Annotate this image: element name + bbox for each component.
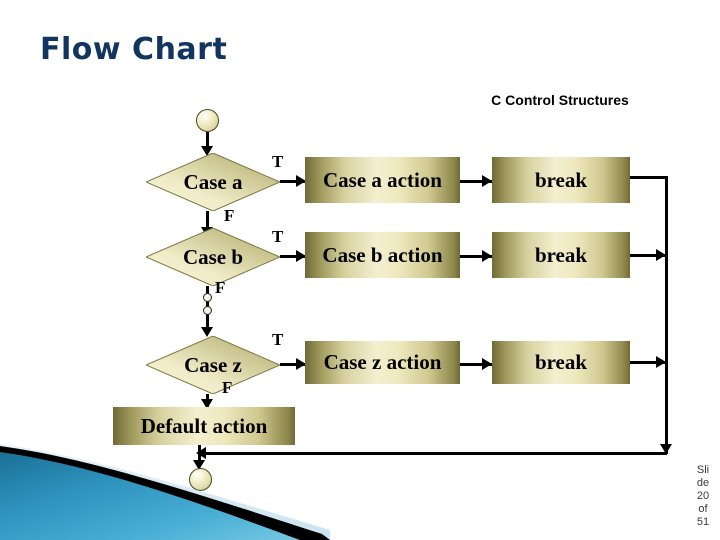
page-title: Flow Chart [40, 32, 228, 67]
process-break-b[interactable]: break [492, 232, 630, 278]
branch-label-false-case-a: F [224, 206, 235, 225]
branch-label-true-case-b: T [272, 227, 284, 246]
connector-bus-to-end [199, 452, 667, 455]
process-case-z-action[interactable]: Case z action [305, 341, 460, 384]
process-default-action-label: Default action [140, 413, 268, 438]
start-terminator-circle [196, 109, 219, 132]
process-case-b-action-label: Case b action [322, 242, 443, 267]
end-terminator-circle [189, 468, 212, 491]
arrowhead-action-b-to-break-b [482, 250, 492, 262]
vertical-ellipsis-dot [203, 293, 212, 302]
connector-break-z-to-bus [630, 361, 668, 364]
decision-case-z-label: Case z [184, 352, 242, 377]
diamond-shape-icon [146, 336, 280, 394]
branch-label-true-case-a: T [272, 152, 284, 171]
process-case-a-action[interactable]: Case a action [305, 157, 460, 203]
connector-action-b-to-break-b [460, 255, 492, 258]
connector-break-a-to-bus [630, 176, 668, 179]
decision-case-a[interactable]: Case a [146, 153, 280, 211]
arrowhead-action-a-to-break-a [482, 175, 492, 187]
decision-case-a-label: Case a [183, 169, 243, 194]
connector-start-to-case-a [206, 132, 209, 150]
arrowhead-bus-to-end [196, 447, 206, 459]
arrowhead-case-b-to-case-z [201, 327, 213, 337]
connector-break-b-to-bus [630, 254, 668, 257]
diamond-shape-icon [146, 228, 280, 286]
arrowhead-case-b-to-action [296, 250, 306, 262]
arrowhead-case-z-to-default [201, 399, 213, 409]
process-case-z-action-label: Case z action [323, 350, 442, 374]
arrowhead-action-z-to-break-z [482, 358, 492, 370]
connector-action-a-to-break-a [460, 180, 492, 183]
process-case-b-action[interactable]: Case b action [305, 232, 460, 278]
branch-label-true-case-z: T [272, 330, 284, 349]
branch-label-false-case-z: F [222, 378, 233, 397]
decision-case-b-label: Case b [182, 244, 244, 269]
arrowhead-start-to-case-a [201, 146, 213, 156]
branch-label-false-case-b: F [215, 278, 226, 297]
slide-number: Sli de 20 of 51 [692, 464, 714, 529]
process-break-z[interactable]: break [492, 341, 630, 384]
slide-number-line: 51 [696, 516, 710, 528]
process-break-a[interactable]: break [492, 157, 630, 203]
decision-case-b[interactable]: Case b [146, 228, 280, 286]
process-break-z-label: break [534, 350, 588, 374]
process-break-a-label: break [534, 167, 588, 192]
connector-case-z-to-action [280, 363, 305, 366]
decorative-swoosh [0, 444, 330, 540]
process-default-action[interactable]: Default action [113, 407, 295, 445]
connector-action-z-to-break-z [460, 363, 492, 366]
connector-case-a-to-case-b [206, 211, 209, 233]
arrowhead-case-z-to-action [296, 358, 306, 370]
process-break-b-label: break [534, 242, 588, 267]
vertical-ellipsis-dot [203, 306, 212, 315]
diamond-shape-icon [146, 153, 280, 211]
slide-number-line: 20 [696, 490, 710, 502]
connector-case-a-to-action [280, 180, 305, 183]
slide-number-line: Sli [696, 464, 710, 476]
slide-number-line: de [696, 477, 710, 489]
header-subtitle: C Control Structures [491, 92, 629, 108]
arrowhead-break-z-to-bus [656, 356, 666, 368]
connector-break-bus-vertical [665, 176, 668, 454]
process-case-a-action-label: Case a action [323, 167, 442, 192]
connector-case-b-to-action [280, 255, 305, 258]
decision-case-z[interactable]: Case z [146, 336, 280, 394]
arrowhead-case-a-to-action [296, 175, 306, 187]
slide-number-line: of [698, 503, 708, 515]
arrowhead-break-b-to-bus [656, 249, 666, 261]
arrowhead-bus-bottom [660, 444, 672, 454]
